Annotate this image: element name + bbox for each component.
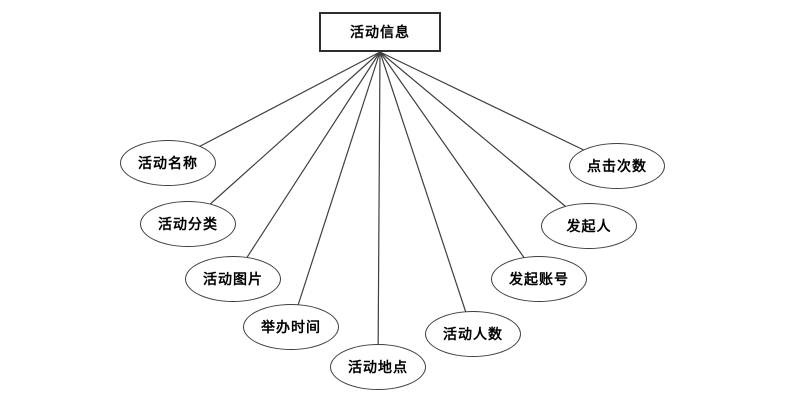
entity-label: 活动信息 [350, 24, 410, 40]
attribute-label: 活动图片 [203, 271, 263, 287]
connector-line [379, 51, 618, 167]
connector-line [377, 51, 381, 368]
attribute-label: 点击次数 [587, 158, 647, 174]
connector-line [167, 51, 381, 164]
attribute-node-click-count: 点击次数 [569, 143, 665, 189]
attribute-node-activity-name: 活动名称 [120, 140, 216, 186]
attribute-label: 发起账号 [509, 271, 569, 287]
entity-node-activity-info: 活动信息 [319, 12, 441, 52]
connector-line [379, 51, 540, 280]
connector-line [187, 51, 381, 225]
attribute-label: 活动分类 [158, 216, 218, 232]
connector-line [379, 51, 474, 335]
connector-line [232, 51, 381, 280]
attribute-node-participant-count: 活动人数 [425, 311, 521, 357]
attribute-node-activity-image: 活动图片 [185, 256, 281, 302]
connector-line [290, 51, 381, 328]
attribute-label: 活动名称 [138, 155, 198, 171]
attribute-node-initiator-account: 发起账号 [491, 256, 587, 302]
attribute-node-activity-category: 活动分类 [140, 201, 236, 247]
attribute-node-initiator: 发起人 [541, 203, 637, 249]
attribute-node-event-time: 举办时间 [243, 304, 339, 350]
attribute-node-activity-location: 活动地点 [330, 344, 426, 390]
attribute-label: 活动地点 [348, 359, 408, 375]
attribute-label: 发起人 [566, 218, 612, 234]
connector-line [379, 51, 590, 227]
attribute-label: 举办时间 [261, 319, 321, 335]
attribute-label: 活动人数 [443, 326, 503, 342]
